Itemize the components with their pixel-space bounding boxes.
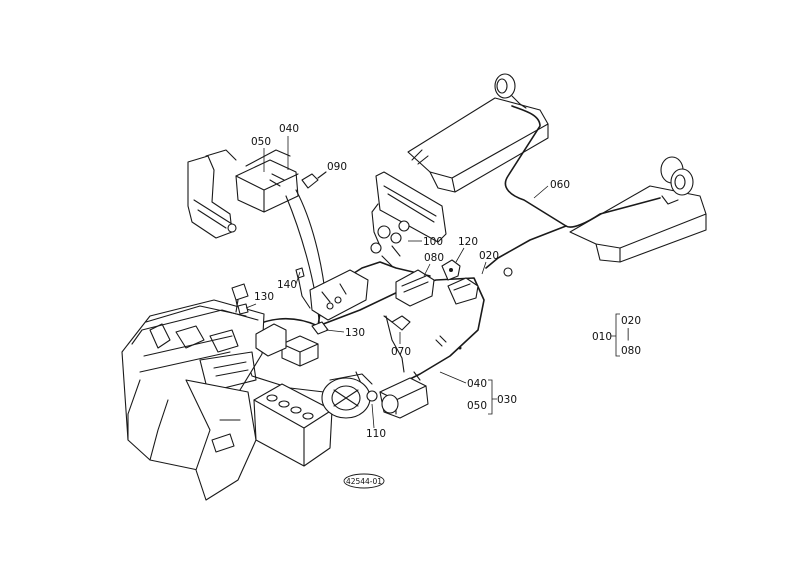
leader-020 <box>481 261 487 275</box>
starter-solenoid <box>255 323 319 367</box>
callout-140: 140 <box>277 279 297 291</box>
callout-070: 070 <box>391 346 411 358</box>
lamp-harness-branch <box>485 225 567 269</box>
callout-120: 120 <box>458 236 478 248</box>
callout-100: 100 <box>423 236 443 248</box>
bracket-plate <box>187 149 237 239</box>
instrument-panel <box>370 171 447 267</box>
callout-020: 020 <box>479 250 499 262</box>
group-legend-bottom: 080 <box>621 345 641 357</box>
connector-070 <box>383 315 411 331</box>
rear-fender-left <box>407 97 549 193</box>
rear-fender-right <box>569 185 707 263</box>
leader-120 <box>455 247 465 263</box>
callout-080: 080 <box>424 252 444 264</box>
harness-drop-070 <box>385 315 405 373</box>
leader-060 <box>533 185 549 199</box>
work-lamp-right <box>660 156 694 205</box>
battery <box>253 383 333 467</box>
leader-130-lower <box>325 329 345 333</box>
figure-id-badge: 42544-01 <box>343 473 385 489</box>
connector-140 <box>295 267 311 309</box>
alternator-140-head <box>231 283 249 313</box>
relay-unit <box>235 149 299 213</box>
fuse-box <box>447 277 479 305</box>
callout-090: 090 <box>327 161 347 173</box>
harness-grommet <box>503 267 513 277</box>
relay-block <box>395 269 435 307</box>
callout-040-lower: 040 <box>467 378 487 390</box>
switch-120 <box>441 259 461 281</box>
lamp-harness-wire <box>504 105 661 228</box>
callout-130-upper: 130 <box>254 291 274 303</box>
clip-pair <box>435 335 462 350</box>
group-legend-parent: 010 <box>592 331 612 343</box>
sensor-130 <box>237 303 249 315</box>
callout-030: 030 <box>497 394 517 406</box>
meter-wire-b <box>295 189 327 301</box>
callout-130-lower: 130 <box>345 327 365 339</box>
leader-110 <box>371 403 375 429</box>
callout-050-lower: 050 <box>467 400 487 412</box>
leader-130-upper <box>245 303 257 309</box>
harness-junction-plate <box>309 269 369 321</box>
leader-040-lower <box>439 371 467 384</box>
connector-090 <box>301 171 327 189</box>
callout-110: 110 <box>366 428 386 440</box>
bracket-030 <box>488 379 497 415</box>
engine-lower-cover <box>185 379 257 501</box>
group-legend-top: 020 <box>621 315 641 327</box>
group-legend-middle: │ <box>625 328 631 341</box>
figure-id-text: 42544-01 <box>346 477 382 486</box>
group-legend-brace <box>611 313 620 357</box>
callout-040: 040 <box>279 123 299 135</box>
callout-060: 060 <box>550 179 570 191</box>
callout-050: 050 <box>251 136 271 148</box>
alternator <box>321 373 378 419</box>
leader-080 <box>423 263 431 277</box>
leader-140 <box>295 271 301 285</box>
starter-motor <box>379 371 429 419</box>
work-lamp-left <box>494 73 527 109</box>
